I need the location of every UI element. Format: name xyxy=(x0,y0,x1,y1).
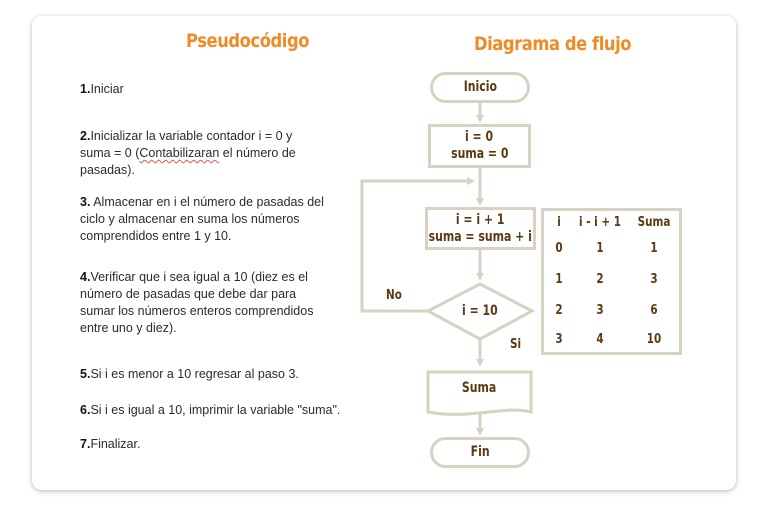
step-6: 6.Si i es igual a 10, imprimir la variab… xyxy=(80,402,355,419)
step-text: Si i es igual a 10, imprimir la variable… xyxy=(90,403,341,417)
loop-process-box: i = i + 1 suma = suma + i xyxy=(425,207,536,250)
step-text: Almacenar en i el número de pasadas del … xyxy=(80,195,324,243)
step-3: 3. Almacenar en i el número de pasadas d… xyxy=(80,194,325,245)
table-cell: 1 xyxy=(555,272,563,287)
yes-branch-label: Si xyxy=(510,337,522,352)
spellcheck-word: Contabilizaran xyxy=(139,146,220,160)
table-header: i - i + 1 xyxy=(579,215,621,230)
table-cell: 2 xyxy=(555,303,563,318)
step-text-end: el número de pasadas). xyxy=(80,146,296,177)
table-cell: 1 xyxy=(596,241,604,256)
table-cell: 3 xyxy=(596,303,604,318)
loop-back-line xyxy=(360,177,475,313)
output-label: Suma xyxy=(462,380,497,396)
step-number: 1. xyxy=(80,82,91,96)
end-label: Fin xyxy=(470,444,490,460)
table-header: i xyxy=(557,215,561,230)
table-cell: 6 xyxy=(650,303,658,318)
step-text: Finalizar. xyxy=(90,437,141,451)
table-cell: 1 xyxy=(650,241,658,256)
step-text: Si i es menor a 10 regresar al paso 3. xyxy=(90,367,299,381)
table-cell: 10 xyxy=(646,332,662,347)
process-line-2: suma = suma + i xyxy=(428,228,533,245)
start-label: Inicio xyxy=(463,79,497,95)
init-process-box: i = 0 suma = 0 xyxy=(428,124,531,168)
trace-table: i i - i + 1 Suma 0 1 1 1 2 3 2 3 6 3 4 1… xyxy=(541,208,682,355)
table-cell: 2 xyxy=(596,272,604,287)
table-cell: 3 xyxy=(650,272,658,287)
step-4: 4.Verificar que i sea igual a 10 (diez e… xyxy=(80,269,332,337)
step-text: Verificar que i sea igual a 10 (diez es … xyxy=(80,270,314,335)
flowchart-heading: Diagrama de flujo xyxy=(474,33,632,55)
step-number: 3. xyxy=(80,195,91,209)
decision-diamond xyxy=(424,282,536,341)
end-terminal: Fin xyxy=(430,437,530,468)
step-number: 5. xyxy=(80,367,91,381)
step-number: 2. xyxy=(80,129,91,143)
start-terminal: Inicio xyxy=(430,72,530,103)
step-text: Inicializar la variable contador i = 0 y… xyxy=(80,129,293,160)
decision-label: i = 10 xyxy=(462,303,498,319)
init-line-2: suma = 0 xyxy=(450,146,509,162)
step-number: 7. xyxy=(80,437,91,451)
table-header: Suma xyxy=(637,215,671,230)
step-5: 5.Si i es menor a 10 regresar al paso 3. xyxy=(80,366,355,383)
output-document-shape xyxy=(426,370,533,416)
step-text: Iniciar xyxy=(90,82,124,96)
step-7: 7.Finalizar. xyxy=(80,436,355,453)
table-cell: 0 xyxy=(555,241,563,256)
table-cell: 3 xyxy=(555,332,563,347)
process-line-1: i = i + 1 xyxy=(456,211,505,228)
step-2: 2.Inicializar la variable contador i = 0… xyxy=(80,128,320,179)
no-branch-label: No xyxy=(386,288,402,303)
step-number: 6. xyxy=(80,403,91,417)
init-line-1: i = 0 xyxy=(465,129,494,145)
step-number: 4. xyxy=(80,270,91,284)
table-cell: 4 xyxy=(596,332,604,347)
pseudocode-heading: Pseudocódigo xyxy=(186,30,310,52)
step-1: 1.Iniciar xyxy=(80,81,355,98)
